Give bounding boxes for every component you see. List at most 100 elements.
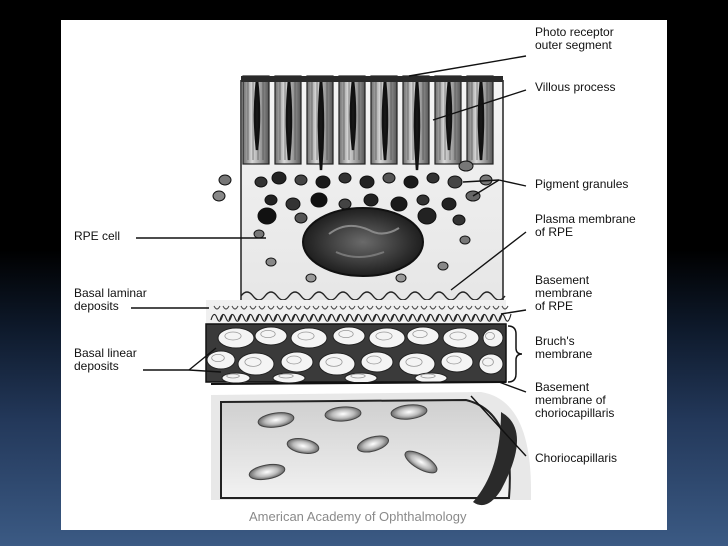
pigment-granule xyxy=(264,194,278,206)
bruch-clump xyxy=(398,352,436,376)
bruch-clump xyxy=(280,351,314,373)
pigment-granule xyxy=(285,197,301,211)
label-photoreceptor: Photo receptor outer segment xyxy=(535,25,614,52)
red-blood-cell xyxy=(257,412,295,428)
pigment-granule xyxy=(417,207,437,225)
bruch-clump xyxy=(237,352,275,376)
pigment-granule xyxy=(382,172,396,184)
laminar-deposit xyxy=(282,313,296,322)
slide-panel: Photo receptor outer segment Villous pro… xyxy=(61,20,667,530)
pigment-granule xyxy=(441,197,457,211)
laminar-deposit xyxy=(255,313,269,322)
bruch-clump xyxy=(360,351,394,373)
pigment-granule xyxy=(310,192,328,208)
pigment-granule xyxy=(294,174,308,186)
bruch-clump xyxy=(332,326,366,346)
label-basement-membrane-rpe: Basement membrane of RPE xyxy=(535,273,593,313)
laminar-deposit xyxy=(264,313,278,322)
laminar-deposit xyxy=(498,313,512,322)
bruchs-membrane xyxy=(205,323,507,384)
villous-process xyxy=(381,79,389,161)
pigment-granule xyxy=(257,207,277,225)
laminar-deposit xyxy=(444,313,458,322)
pigment-granule xyxy=(254,176,268,188)
label-basal-laminar: Basal laminar deposits xyxy=(74,286,147,313)
pigment-granule xyxy=(218,174,232,186)
villous-process xyxy=(253,79,261,151)
pigment-granules xyxy=(212,160,493,283)
bruch-clump xyxy=(254,326,288,346)
laminar-deposit xyxy=(300,313,314,322)
pigment-granule xyxy=(359,175,375,189)
laminar-deposit xyxy=(210,313,224,322)
bruch-clump xyxy=(406,326,440,346)
photoreceptor-outer-segments xyxy=(241,75,503,171)
laminar-deposit xyxy=(291,313,305,322)
laminar-deposit xyxy=(345,313,359,322)
laminar-deposit xyxy=(246,313,260,322)
bruchs-bracket xyxy=(507,325,523,383)
pigment-granule xyxy=(458,160,474,172)
laminar-deposit xyxy=(354,313,368,322)
villous-process xyxy=(413,79,421,171)
laminar-deposit xyxy=(273,313,287,322)
bruch-clump xyxy=(217,327,255,349)
pigment-granule xyxy=(294,212,308,224)
pigment-granule xyxy=(315,175,331,189)
bruch-clump xyxy=(206,350,236,370)
leader-lines xyxy=(131,55,527,457)
villous-process xyxy=(317,79,325,171)
label-pigment-granules: Pigment granules xyxy=(535,177,629,191)
pigment-granule xyxy=(447,175,463,189)
label-rpe-cell: RPE cell xyxy=(74,229,121,243)
laminar-deposit xyxy=(399,313,413,322)
pigment-granule xyxy=(395,273,407,283)
laminar-deposit xyxy=(237,313,251,322)
villous-process xyxy=(349,79,357,151)
laminar-deposit xyxy=(390,313,404,322)
laminar-deposit xyxy=(489,313,503,322)
pigment-granule xyxy=(265,257,277,267)
label-basal-linear: Basal linear deposits xyxy=(74,346,137,373)
red-blood-cell xyxy=(356,435,390,453)
pigment-granule xyxy=(437,261,449,271)
laminar-deposit xyxy=(309,313,323,322)
laminar-deposit xyxy=(408,313,422,322)
laminar-deposit xyxy=(228,313,242,322)
laminar-deposit xyxy=(318,313,332,322)
laminar-deposit xyxy=(417,313,431,322)
pigment-granule xyxy=(253,229,265,239)
pigment-granule xyxy=(403,175,419,189)
rpe-nucleus xyxy=(302,207,424,277)
red-blood-cell xyxy=(324,406,362,422)
label-basement-membrane-chorio: Basement membrane of choriocapillaris xyxy=(535,380,615,420)
pigment-granule xyxy=(338,172,352,184)
bruch-clump xyxy=(442,327,480,349)
laminar-deposit xyxy=(372,313,386,322)
pigment-granule xyxy=(212,190,226,202)
basal-laminar-deposits xyxy=(206,300,512,324)
pigment-granule xyxy=(305,273,317,283)
red-blood-cell xyxy=(248,463,286,481)
villous-process xyxy=(285,79,293,161)
label-plasma-membrane: Plasma membrane of RPE xyxy=(535,212,636,239)
red-blood-cells xyxy=(248,404,438,481)
credit-watermark: American Academy of Ophthalmology xyxy=(249,509,467,524)
laminar-deposit xyxy=(219,313,233,322)
laminar-deposit xyxy=(480,313,494,322)
bruch-clump xyxy=(482,328,504,348)
pigment-granule xyxy=(390,196,408,212)
laminar-deposit xyxy=(462,313,476,322)
bruch-clump xyxy=(318,352,356,376)
red-blood-cell xyxy=(390,404,428,420)
pigment-granule xyxy=(426,172,440,184)
label-villous-process: Villous process xyxy=(535,80,616,94)
pigment-granule xyxy=(459,235,471,245)
pigment-granule xyxy=(452,214,466,226)
laminar-deposit xyxy=(471,313,485,322)
laminar-deposit xyxy=(435,313,449,322)
laminar-deposit xyxy=(336,313,350,322)
red-blood-cell xyxy=(404,450,438,474)
pigment-granule xyxy=(363,193,379,207)
label-bruchs-membrane: Bruch's membrane xyxy=(535,334,593,361)
